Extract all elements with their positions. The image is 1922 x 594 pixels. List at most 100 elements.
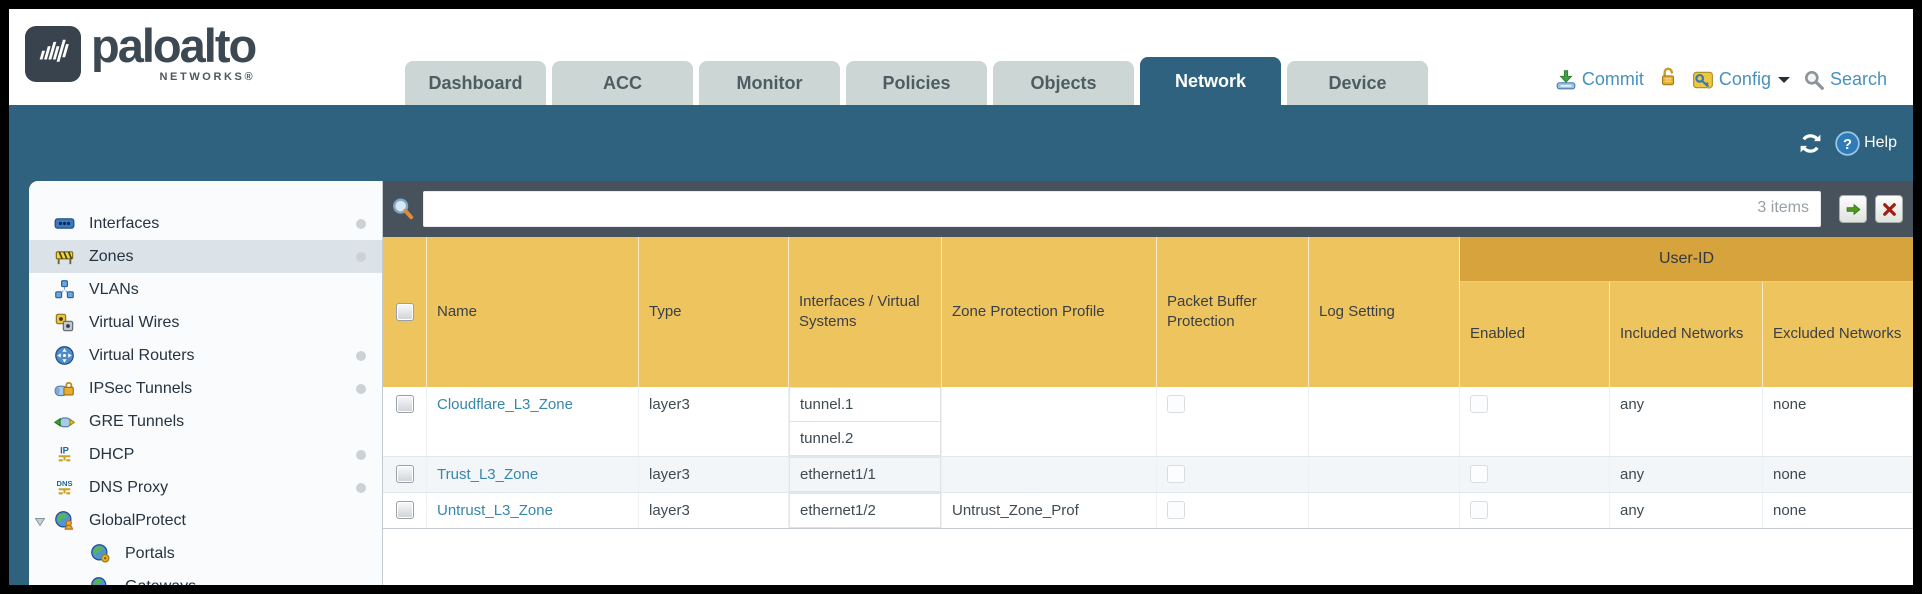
column-header-log-setting[interactable]: Log Setting [1309,237,1460,387]
column-header-packet-buffer-protection[interactable]: Packet Buffer Protection [1157,237,1309,387]
zone-name-link[interactable]: Cloudflare_L3_Zone [437,396,573,413]
tab-network[interactable]: Network [1140,57,1281,105]
expander-triangle-icon[interactable] [34,515,46,527]
zone-type: layer3 [639,493,789,528]
status-dot [356,384,366,394]
search-label: Search [1829,69,1887,89]
help-icon: ? [1835,130,1860,156]
dhcp-icon: IP [54,444,75,465]
svg-text:DNS: DNS [57,479,73,488]
sidebar-item-dns-proxy[interactable]: DNS DNS Proxy [29,471,382,504]
sidebar-item-vlans[interactable]: VLANs [29,273,382,306]
interface-cell: ethernet1/1 [789,457,941,492]
refresh-button[interactable] [1798,131,1823,156]
user-id-enabled-checkbox[interactable] [1470,465,1488,483]
svg-text:?: ? [1843,137,1852,153]
search-icon [1804,70,1824,90]
zone-type: layer3 [639,387,789,456]
sidebar-item-virtual-routers[interactable]: Virtual Routers [29,339,382,372]
tab-acc[interactable]: ACC [552,61,693,105]
tab-policies[interactable]: Policies [846,61,987,105]
tab-dashboard[interactable]: Dashboard [405,61,546,105]
config-menu[interactable]: Config [1692,69,1790,91]
ipsec-tunnels-icon [54,378,75,399]
status-dot [356,351,366,361]
refresh-icon [1800,133,1821,153]
row-checkbox[interactable] [395,395,414,413]
filter-input[interactable] [423,191,1821,227]
sidebar-item-gateways[interactable]: Gateways [29,570,382,585]
zone-interfaces: ethernet1/2 [789,493,942,528]
column-header-enabled[interactable]: Enabled [1460,282,1610,387]
table-row: Untrust_L3_Zone layer3 ethernet1/2 Untru… [383,492,1913,528]
portals-icon [90,543,111,564]
commit-button[interactable]: Commit [1555,69,1644,91]
help-button[interactable]: ? Help [1835,130,1897,156]
user-id-enabled-checkbox[interactable] [1470,501,1488,519]
sidebar-item-gre-tunnels[interactable]: GRE Tunnels [29,405,382,438]
sidebar-item-globalprotect[interactable]: GlobalProtect [29,504,382,537]
sidebar-item-virtual-wires[interactable]: Virtual Wires [29,306,382,339]
excluded-networks: none [1763,457,1913,492]
column-header-interfaces[interactable]: Interfaces / Virtual Systems [789,237,942,387]
brand-logo: paloalto NETWORKS® [25,19,257,83]
lock-button[interactable] [1657,66,1679,93]
commit-label: Commit [1581,69,1644,89]
zone-protection-profile [942,387,1157,456]
zone-interfaces: ethernet1/1 [789,457,942,492]
status-dot [356,450,366,460]
tab-monitor[interactable]: Monitor [699,61,840,105]
select-all-checkbox[interactable] [395,303,414,321]
included-networks: any [1610,493,1763,528]
apply-filter-button[interactable] [1839,195,1867,223]
log-setting [1309,457,1460,492]
column-header-excluded-networks[interactable]: Excluded Networks [1773,325,1902,343]
header-actions: Commit Config [1555,66,1887,93]
caret-down-icon [1777,76,1790,89]
column-header-type[interactable]: Type [639,237,789,387]
included-networks: any [1610,457,1763,492]
sidebar-item-ipsec-tunnels[interactable]: IPSec Tunnels [29,372,382,405]
zone-name-link[interactable]: Trust_L3_Zone [437,466,539,483]
interfaces-icon [54,213,75,234]
column-header-included-networks[interactable]: Included Networks [1610,282,1763,387]
globalprotect-icon [54,510,75,531]
sidebar-item-zones[interactable]: Zones [29,240,382,273]
lock-icon [1661,67,1674,86]
column-header-zone-protection-profile[interactable]: Zone Protection Profile [942,237,1157,387]
search-button[interactable]: Search [1803,69,1887,91]
tab-device[interactable]: Device [1287,61,1428,105]
brand-name: paloalto [91,19,257,72]
zone-protection-profile: Untrust_Zone_Prof [942,493,1157,528]
help-label: Help [1864,134,1897,151]
sidebar-item-dhcp[interactable]: IP DHCP [29,438,382,471]
brand-subtitle: NETWORKS® [159,71,256,83]
packet-buffer-protection-checkbox[interactable] [1167,395,1185,413]
subheader-band: ? Help [9,105,1913,181]
commit-icon [1556,69,1576,89]
tab-objects[interactable]: Objects [993,61,1134,105]
row-checkbox[interactable] [395,465,414,483]
sidebar-item-portals[interactable]: Portals [29,537,382,570]
sidebar: Interfaces Zones VLANs Virtual Wires Vir… [9,181,383,585]
zone-protection-profile [942,457,1157,492]
zone-name-link[interactable]: Untrust_L3_Zone [437,502,553,519]
clear-filter-button[interactable] [1875,195,1903,223]
sidebar-item-interfaces[interactable]: Interfaces [29,207,382,240]
user-id-enabled-checkbox[interactable] [1470,395,1488,413]
status-dot [356,252,366,262]
virtual-routers-icon [54,345,75,366]
packet-buffer-protection-checkbox[interactable] [1167,501,1185,519]
content-area: 3 items N [383,181,1913,585]
zones-table: Name Type Interfaces / Virtual Systems Z… [383,237,1913,529]
packet-buffer-protection-checkbox[interactable] [1167,465,1185,483]
interface-cell: ethernet1/2 [789,493,941,528]
excluded-networks: none [1763,493,1913,528]
sidebar-nav: Interfaces Zones VLANs Virtual Wires Vir… [29,181,382,585]
interface-cell: tunnel.2 [789,421,941,456]
row-checkbox[interactable] [395,501,414,519]
column-header-name[interactable]: Name [427,237,639,387]
